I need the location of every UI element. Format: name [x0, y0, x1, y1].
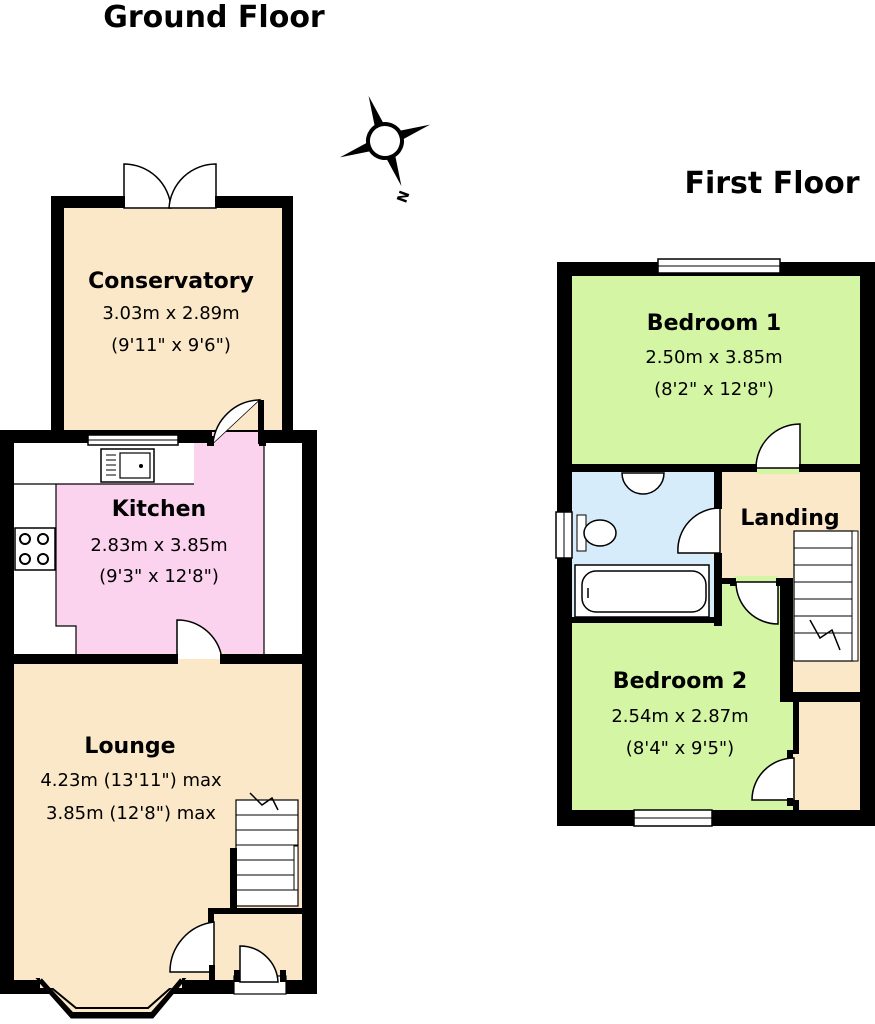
- toilet-icon: [576, 514, 617, 552]
- door-swing-lounge: [176, 619, 223, 660]
- compass-icon: [339, 95, 431, 187]
- door-swing-store: [751, 757, 795, 801]
- bath-icon: [574, 564, 710, 618]
- bedroom1-room: [572, 276, 860, 464]
- first-staircase: [793, 530, 859, 662]
- door-swing-bedroom1: [755, 423, 801, 469]
- door-swing-hall: [169, 921, 215, 973]
- bedroom2-name: Bedroom 2: [613, 669, 747, 694]
- ground-floor-plan: [0, 163, 317, 1019]
- first-floor-plan: [555, 258, 875, 827]
- lounge-dims-line2: 3.85m (12'8") max: [46, 803, 216, 824]
- basin-icon: [621, 472, 665, 495]
- sink-icon: [100, 448, 155, 483]
- conservatory-dims-imperial: (9'11" x 9'6"): [111, 335, 231, 356]
- kitchen-dims-imperial: (9'3" x 12'8"): [99, 566, 219, 587]
- bedroom1-dims-imperial: (8'2" x 12'8"): [654, 379, 774, 400]
- door-swing-bedroom2: [735, 581, 779, 625]
- conservatory-dims: 3.03m x 2.89m: [102, 303, 239, 324]
- kitchen-floor: [56, 443, 264, 654]
- bedroom1-dims: 2.50m x 3.85m: [645, 347, 782, 368]
- ground-staircase: [235, 792, 299, 907]
- store-cupboard: [799, 702, 860, 810]
- bedroom1-name: Bedroom 1: [647, 311, 781, 336]
- kitchen-dims: 2.83m x 3.85m: [90, 535, 227, 556]
- conservatory-room: [64, 208, 282, 440]
- bedroom2-room: [572, 580, 793, 810]
- door-swing-right: [168, 163, 217, 209]
- lounge-name: Lounge: [84, 734, 175, 759]
- lounge-dims-line1: 4.23m (13'11") max: [40, 770, 222, 791]
- ground-floor-title: Ground Floor: [103, 0, 325, 35]
- door-swing-bathroom: [677, 507, 721, 554]
- compass-north-label: N: [394, 189, 413, 205]
- hob-icon: [14, 527, 56, 571]
- kitchen-name: Kitchen: [112, 497, 206, 522]
- landing-name: Landing: [740, 506, 839, 531]
- first-floor-title: First Floor: [684, 166, 859, 201]
- conservatory-name: Conservatory: [88, 269, 254, 294]
- door-swing-left: [123, 163, 172, 209]
- bedroom2-dims-imperial: (8'4" x 9'5"): [626, 738, 734, 759]
- bedroom2-dims: 2.54m x 2.87m: [611, 706, 748, 727]
